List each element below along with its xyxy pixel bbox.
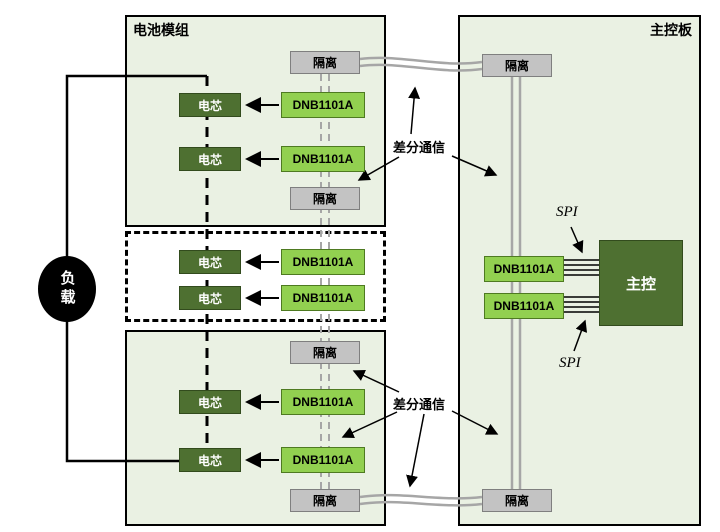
battery-cell-block: 电芯 xyxy=(179,147,241,171)
dnb1101a-chip: DNB1101A xyxy=(281,285,365,311)
isolation-block: 隔离 xyxy=(290,489,360,512)
dnb1101a-chip: DNB1101A xyxy=(281,447,365,473)
battery-cell-block: 电芯 xyxy=(179,250,241,274)
diff-comm-label: 差分通信 xyxy=(393,397,446,412)
isolation-block: 隔离 xyxy=(290,187,360,210)
dnb1101a-chip: DNB1101A xyxy=(484,256,564,282)
isolation-block: 隔离 xyxy=(290,51,360,74)
isolation-block: 隔离 xyxy=(482,489,552,512)
dnb1101a-chip: DNB1101A xyxy=(281,146,365,172)
main-board-title: 主控板 xyxy=(650,22,692,38)
battery-cell-block: 电芯 xyxy=(179,93,241,117)
battery-cell-block: 电芯 xyxy=(179,286,241,310)
mcu-block: 主控 xyxy=(599,240,683,326)
dnb1101a-chip: DNB1101A xyxy=(281,92,365,118)
spi-label: SPI xyxy=(556,204,578,220)
spi-label: SPI xyxy=(559,355,581,371)
isolation-block: 隔离 xyxy=(290,341,360,364)
battery-module-title: 电池模组 xyxy=(133,22,189,38)
diff-comm-label: 差分通信 xyxy=(393,140,446,155)
isolation-block: 隔离 xyxy=(482,54,552,77)
load-node: 负载 xyxy=(38,256,96,322)
battery-cell-block: 电芯 xyxy=(179,448,241,472)
battery-cell-block: 电芯 xyxy=(179,390,241,414)
dnb1101a-chip: DNB1101A xyxy=(484,293,564,319)
dnb1101a-chip: DNB1101A xyxy=(281,389,365,415)
dnb1101a-chip: DNB1101A xyxy=(281,249,365,275)
load-label: 负载 xyxy=(58,270,76,308)
